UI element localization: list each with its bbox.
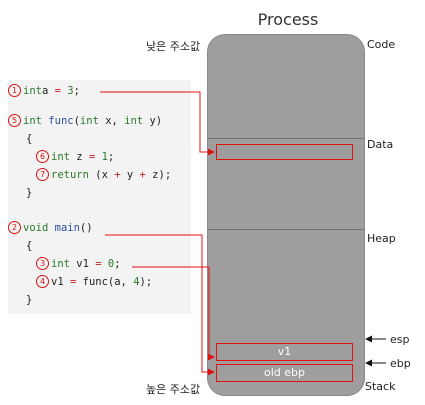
- stack-frame-v1: v1: [216, 343, 353, 361]
- step-number-badge: 5: [8, 114, 21, 127]
- code-token: int: [23, 85, 42, 97]
- code-token: +: [139, 169, 146, 181]
- code-token: z);: [145, 169, 172, 181]
- code-token: 4: [133, 276, 140, 288]
- code-token: 1: [101, 151, 108, 163]
- segment-label-heap: Heap: [367, 232, 396, 245]
- code-token: x,: [98, 115, 125, 127]
- code-token: =: [95, 258, 102, 270]
- code-token: int: [124, 115, 144, 127]
- low-address-label: 낮은 주소값: [146, 40, 201, 53]
- code-token: v1: [51, 276, 70, 288]
- code-token: int: [79, 115, 99, 127]
- code-token: {: [26, 133, 33, 145]
- code-token: }: [26, 187, 33, 199]
- code-line: }: [26, 293, 32, 307]
- high-address-label: 높은 주소값: [146, 383, 201, 396]
- step-number-badge: 3: [36, 257, 49, 270]
- code-token: (x: [88, 169, 115, 181]
- code-token: y): [143, 115, 163, 127]
- code-token: =: [54, 85, 61, 97]
- code-token: z: [69, 151, 89, 163]
- code-token: func(a,: [76, 276, 134, 288]
- stack-frame-old-ebp: old ebp: [216, 364, 353, 382]
- code-token: 3: [67, 85, 74, 97]
- step-number-badge: 6: [36, 150, 49, 163]
- step-number-badge: 7: [36, 168, 49, 181]
- step-number-badge: 1: [8, 84, 21, 97]
- code-token: void: [23, 222, 49, 234]
- process-memory-block: [207, 34, 365, 396]
- code-token: ;: [114, 258, 121, 270]
- code-token: main: [54, 222, 80, 234]
- code-token: 0: [107, 258, 115, 270]
- code-token: {: [26, 240, 33, 252]
- code-token: v1: [69, 258, 96, 270]
- code-data-divider: [208, 138, 364, 139]
- code-token: ;: [73, 85, 80, 97]
- arrow-main-to-stack: [105, 234, 215, 376]
- segment-label-data: Data: [367, 138, 394, 151]
- code-token: y: [120, 169, 140, 181]
- arrow-v1-to-stack: [132, 266, 215, 361]
- code-token: }: [26, 294, 33, 306]
- code-token: (: [73, 115, 80, 127]
- code-line: {: [26, 132, 32, 146]
- code-token: func: [48, 115, 74, 127]
- code-token: a: [41, 85, 55, 97]
- step-number-badge: 4: [36, 275, 49, 288]
- code-token: int: [23, 115, 42, 127]
- register-ebp: ebp: [390, 357, 411, 370]
- data-variable-a-slot: [216, 144, 353, 160]
- register-esp: esp: [390, 333, 410, 346]
- arrow-a-to-data: [100, 91, 215, 156]
- code-token: (): [79, 222, 93, 234]
- code-token: =: [88, 151, 96, 163]
- code-token: ;: [107, 151, 115, 163]
- code-token: );: [139, 276, 153, 288]
- diagram-title: Process: [257, 10, 319, 29]
- step-number-badge: 2: [8, 221, 21, 234]
- segment-label-stack: Stack: [365, 380, 396, 393]
- code-token: int: [51, 258, 70, 270]
- code-line: {: [26, 239, 32, 253]
- code-token: int: [51, 151, 70, 163]
- code-line: }: [26, 186, 32, 200]
- code-token: return: [51, 169, 89, 181]
- segment-label-code: Code: [367, 38, 396, 51]
- code-token: +: [114, 169, 121, 181]
- code-token: =: [69, 276, 77, 288]
- data-heap-divider: [208, 229, 364, 230]
